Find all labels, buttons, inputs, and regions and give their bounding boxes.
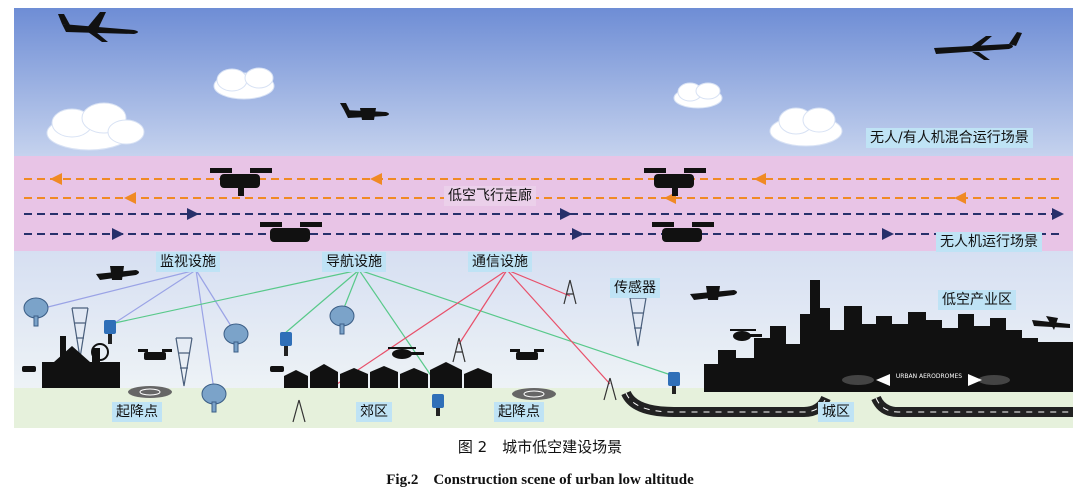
- helicopter-icon: [388, 347, 424, 359]
- communication-links: [333, 269, 611, 387]
- industrial-zone-label: 低空产业区: [938, 290, 1016, 310]
- surveillance-facility-label: 监视设施: [156, 252, 220, 272]
- uav-operation-scene-label: 无人机运行场景: [936, 232, 1042, 252]
- helipad-icon: [512, 388, 556, 400]
- corridor-flight-lines: [24, 173, 1064, 240]
- urban-low-altitude-scene: URBAN AERODROMES: [14, 8, 1073, 428]
- city-skyline: [704, 280, 1073, 392]
- radar-dish-icon: [23, 297, 49, 327]
- takeoff-landing-label: 起降点: [112, 402, 162, 422]
- light-aircraft-icon: [690, 286, 737, 300]
- drone-icon: [138, 349, 172, 360]
- cloud-icon: [769, 107, 843, 147]
- helicopter-icon: [730, 329, 762, 341]
- cloud-icon: [673, 82, 723, 109]
- takeoff-landing-label: 起降点: [494, 402, 544, 422]
- drone-icon: [510, 349, 544, 360]
- radar-dish-icon: [223, 323, 249, 353]
- navigation-facility-label: 导航设施: [322, 252, 386, 272]
- suburb-silhouette: [284, 362, 492, 388]
- figure-caption-cn: 图 2 城市低空建设场景: [457, 438, 623, 456]
- surveillance-links: [43, 269, 237, 391]
- radar-dish-icon: [201, 383, 227, 413]
- lattice-tower-icon: [175, 337, 193, 387]
- rural-silhouette: [42, 336, 120, 388]
- drone-icon: [652, 222, 714, 242]
- drone-icon: [22, 366, 284, 372]
- radar-dish-icon: [329, 305, 355, 335]
- corridor-band: [14, 156, 1073, 251]
- suburb-label: 郊区: [356, 402, 392, 422]
- drone-icon: [260, 222, 322, 242]
- communication-facility-label: 通信设施: [468, 252, 532, 272]
- helipad-icon: [128, 386, 172, 398]
- drone-icon: [210, 168, 272, 196]
- scene-illustration: URBAN AERODROMES: [14, 8, 1073, 428]
- lattice-tower-icon: [629, 297, 647, 347]
- lattice-tower-icon: [71, 307, 89, 359]
- low-altitude-corridor-label: 低空飞行走廊: [444, 186, 536, 206]
- cloud-icon: [213, 67, 275, 100]
- navigation-links: [109, 269, 675, 381]
- light-aircraft-icon: [1032, 316, 1070, 330]
- aerodrome-label: URBAN AERODROMES: [896, 373, 962, 380]
- sensor-label: 传感器: [610, 278, 660, 298]
- urban-aerodrome-banner: [876, 374, 982, 386]
- cloud-icon: [46, 102, 145, 151]
- helipad-icon: [842, 375, 1010, 385]
- urban-area-label: 城区: [818, 402, 854, 422]
- mixed-operation-scene-label: 无人/有人机混合运行场景: [866, 128, 1033, 148]
- antenna-icon: [292, 279, 617, 423]
- drone-icon: [644, 168, 706, 196]
- beacon-icon: [104, 320, 680, 416]
- light-aircraft-icon: [340, 103, 389, 120]
- light-aircraft-icon: [96, 266, 139, 280]
- airliner-icon: [934, 32, 1022, 60]
- airliner-icon: [58, 12, 138, 42]
- figure-caption-en: Fig.2 Construction scene of urban low al…: [386, 472, 694, 488]
